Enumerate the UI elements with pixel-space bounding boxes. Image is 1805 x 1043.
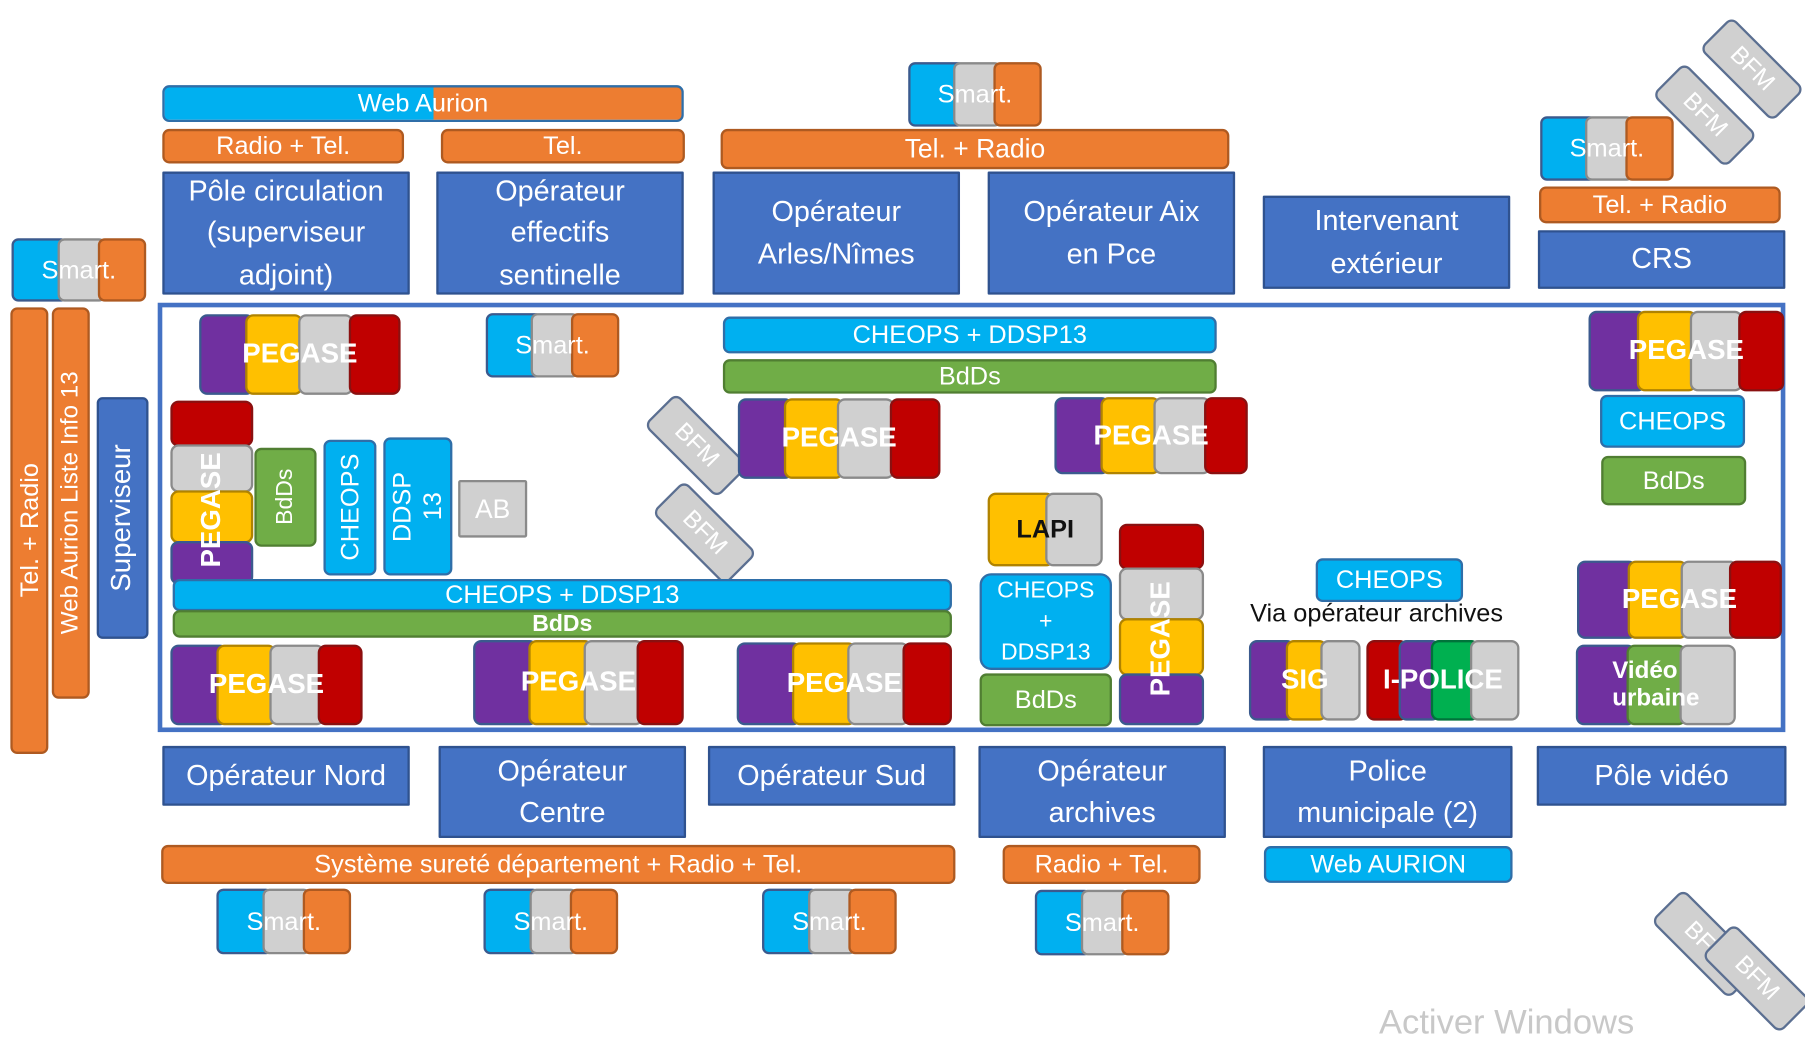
bdds-bar-left: BdDs	[172, 610, 952, 638]
web-aurion-label: Web Aurion	[357, 89, 489, 118]
bdds-archives: BdDs	[979, 673, 1112, 727]
tel-radio-bar-left: Tel. + Radio	[10, 307, 49, 754]
station-operateur-archives[interactable]: Opérateur archives	[978, 745, 1226, 839]
control-room-frame	[157, 302, 1786, 733]
pegase-console: PEGASE	[170, 644, 363, 726]
cheops-police: CHEOPS	[1315, 558, 1464, 603]
station-operateur-nord[interactable]: Opérateur Nord	[162, 745, 410, 806]
station-pole-circulation[interactable]: Pôle circulation (superviseur adjoint)	[162, 171, 410, 295]
web-aurion-bar-police: Web AURION	[1263, 846, 1513, 883]
station-operateur-aix[interactable]: Opérateur Aix en Pce	[987, 171, 1236, 295]
bdds-bar-center: BdDs	[722, 359, 1217, 394]
bdds-right: BdDs	[1601, 455, 1747, 506]
lapi-device: LAPI	[987, 492, 1103, 567]
station-police-municipale[interactable]: Police municipale (2)	[1262, 745, 1513, 839]
ddsp13-vertical: DDSP 13	[383, 437, 453, 576]
web-aurion-bar: Web Aurion	[162, 85, 684, 123]
cheops-vertical: CHEOPS	[323, 439, 377, 576]
systeme-surete-bar: Système sureté département + Radio + Tel…	[161, 844, 956, 885]
smart-device-sentinelle: Smart.	[485, 313, 620, 378]
ab-box: AB	[458, 480, 528, 538]
station-operateur-sud[interactable]: Opérateur Sud	[707, 745, 956, 806]
pegase-console: PEGASE	[1054, 397, 1248, 475]
tel-radio-bar-center: Tel. + Radio	[720, 128, 1230, 170]
smart-device-left: Smart.	[11, 238, 147, 302]
station-operateur-arles-nimes[interactable]: Opérateur Arles/Nîmes	[712, 171, 961, 295]
pegase-console-vertical: PEGASE	[1118, 523, 1205, 726]
superviseur-bar: Superviseur	[96, 397, 149, 639]
ipolice-device: I-POLICE	[1366, 640, 1520, 721]
cheops-ddsp13-stacked: CHEOPS + DDSP13	[979, 573, 1112, 670]
cheops-ddsp13-bar-center: CHEOPS + DDSP13	[722, 316, 1217, 354]
pegase-console-vertical: PEGASE	[170, 400, 254, 585]
web-aurion-liste-info-bar: Web Aurion Liste Info 13	[51, 307, 90, 699]
tel-radio-bar-crs: Tel. + Radio	[1539, 186, 1781, 224]
smart-device-nord: Smart.	[216, 888, 352, 955]
pegase-console: PEGASE	[737, 398, 941, 479]
cheops-ddsp13-bar-left: CHEOPS + DDSP13	[172, 579, 952, 612]
radio-tel-bar-top: Radio + Tel.	[162, 128, 405, 164]
pegase-console: PEGASE	[473, 640, 684, 726]
smart-device-sud: Smart.	[762, 888, 897, 955]
smart-device-centre: Smart.	[483, 888, 619, 955]
pegase-console: PEGASE	[199, 314, 401, 395]
station-pole-video[interactable]: Pôle vidéo	[1536, 745, 1787, 806]
smart-device-crs: Smart.	[1540, 116, 1674, 181]
video-urbaine-device: Vidéo urbaine	[1575, 644, 1736, 726]
station-operateur-centre[interactable]: Opérateur Centre	[438, 745, 687, 839]
pegase-console: PEGASE	[1577, 560, 1782, 639]
radio-tel-bar-archives: Radio + Tel.	[1002, 844, 1201, 885]
smart-device-top-center: Smart.	[908, 62, 1042, 127]
cheops-right: CHEOPS	[1600, 394, 1746, 448]
station-operateur-effectifs-sentinelle[interactable]: Opérateur effectifs sentinelle	[436, 171, 684, 295]
via-operateur-archives-label: Via opérateur archives	[1250, 598, 1504, 628]
sig-device: SIG	[1248, 640, 1361, 721]
bdds-vertical: BdDs	[254, 447, 317, 547]
station-crs[interactable]: CRS	[1537, 230, 1786, 289]
station-intervenant-exterieur[interactable]: Intervenant extérieur	[1262, 195, 1511, 289]
tel-bar-top: Tel.	[440, 128, 685, 164]
pegase-console: PEGASE	[736, 642, 952, 726]
smart-device-archives: Smart.	[1034, 889, 1170, 956]
pegase-console: PEGASE	[1588, 310, 1785, 392]
activate-windows-watermark: Activer Windows	[1379, 1003, 1635, 1042]
